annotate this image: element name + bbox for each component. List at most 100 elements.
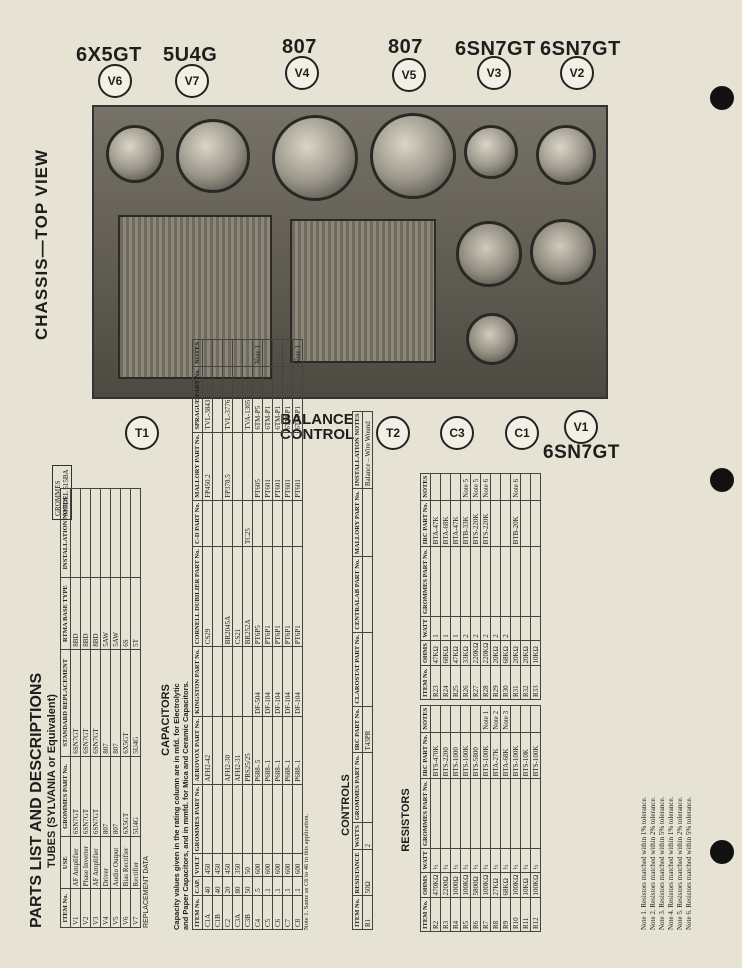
- col-header: IRC PART No.: [352, 706, 363, 753]
- table-cell: [222, 500, 233, 547]
- table-cell: R4: [450, 897, 461, 932]
- table-cell: [510, 616, 521, 641]
- table-cell: 450: [202, 853, 213, 877]
- col-header: KINGSTON PART No.: [192, 646, 203, 717]
- table-cell: [460, 778, 471, 849]
- table-cell: 68KΩ: [440, 640, 451, 666]
- table-cell: DF-104: [282, 646, 293, 717]
- table-cell: 33KΩ: [460, 640, 471, 666]
- tube-v5: [370, 113, 456, 199]
- table-cell: 807: [100, 649, 111, 757]
- table-cell: [500, 473, 511, 501]
- table-cell: 50: [242, 853, 253, 877]
- table-cell: BTS-100K: [510, 732, 521, 779]
- col-header: RTMA BASE TYPE: [60, 577, 71, 650]
- col-header: STANDARD REPLACEMENT: [60, 649, 71, 757]
- table-cell: PT601: [262, 432, 273, 501]
- table-cell: .1: [272, 876, 283, 896]
- table-cell: BTS-10K: [520, 732, 531, 779]
- table-cell: [120, 488, 131, 578]
- table-cell: C3A: [232, 895, 243, 930]
- balance-control-label: BALANCE CONTROL: [280, 412, 354, 442]
- table-cell: 8BD: [90, 577, 101, 650]
- table-cell: 10KΩ: [530, 640, 541, 666]
- table-cell: R2: [430, 897, 441, 932]
- col-header: ITEM No.: [60, 888, 71, 928]
- table-cell: [110, 488, 121, 578]
- table-cell: 10KΩ: [520, 872, 531, 898]
- col-header: CORNELL DUBILIER PART No.: [192, 546, 203, 647]
- table-cell: [530, 778, 541, 849]
- table-cell: 2: [460, 616, 471, 641]
- col-header: MALLORY PART No.: [192, 432, 203, 501]
- footnote: Note 2. Resistors matched within 2% tole…: [649, 796, 657, 930]
- table-cell: 807: [110, 756, 121, 837]
- table-cell: [222, 784, 233, 854]
- tubes-heading: TUBES (SYLVANIA or Equivalent): [46, 694, 58, 868]
- col-header: CENTRALAB PART No.: [352, 556, 363, 633]
- table-cell: 600: [292, 853, 303, 877]
- table-cell: BTA-47K: [430, 500, 441, 547]
- transformer-t1: [118, 215, 272, 379]
- table-cell: [500, 778, 511, 849]
- table-cell: ½: [510, 848, 521, 873]
- table-cell: 6SN7GT: [80, 756, 91, 837]
- table-cell: Driver: [100, 836, 111, 889]
- col-header: ITEM No.: [420, 665, 431, 700]
- table-cell: BR252A: [242, 546, 253, 647]
- tubes-repl-label: REPLACEMENT DATA: [143, 856, 150, 928]
- table-cell: 8BD: [80, 577, 91, 650]
- table-cell: 350: [232, 853, 243, 877]
- table-cell: [222, 646, 233, 717]
- footnote: Note 6. Resistors matched within 5% tole…: [685, 796, 693, 930]
- table-cell: [500, 546, 511, 617]
- col-header: SPRAGUE PART No.: [192, 366, 203, 433]
- table-cell: [460, 546, 471, 617]
- table-cell: [450, 705, 461, 733]
- col-header: CAP.: [192, 876, 203, 896]
- table-cell: [130, 488, 141, 578]
- col-header: GROMMES PART No.: [352, 752, 363, 823]
- col-header: ITEM No.: [192, 895, 203, 930]
- col-header: GROMMES PART No.: [420, 546, 431, 617]
- table-cell: 100KΩ: [510, 872, 521, 898]
- table-cell: ½: [440, 848, 451, 873]
- callout-t2: T2: [376, 416, 410, 450]
- binder-hole: [710, 86, 734, 110]
- col-header: NOTES: [420, 705, 431, 733]
- table-cell: [440, 778, 451, 849]
- table-cell: BTS-470K: [430, 732, 441, 779]
- table-cell: 807: [100, 756, 111, 837]
- table-cell: 220KΩ: [470, 640, 481, 666]
- table-cell: [530, 616, 541, 641]
- table-cell: [430, 473, 441, 501]
- table-cell: Note 1: [292, 339, 303, 367]
- table-cell: R12: [530, 897, 541, 932]
- table-cell: [212, 716, 223, 785]
- table-cell: [520, 500, 531, 547]
- table-cell: [450, 473, 461, 501]
- balance-line1: BALANCE: [280, 411, 354, 428]
- table-cell: Balance – Wire Wound: [362, 411, 373, 489]
- col-header: USE: [60, 836, 71, 889]
- table-cell: R6: [470, 897, 481, 932]
- table-cell: 100KΩ: [480, 872, 491, 898]
- table-cell: [440, 473, 451, 501]
- table-cell: 5AW: [110, 577, 121, 650]
- table-cell: [212, 366, 223, 433]
- tube-callout: V2: [560, 56, 594, 90]
- table-cell: PT6P1: [262, 546, 273, 647]
- table-cell: [232, 432, 243, 501]
- resistors-heading: RESISTORS: [400, 788, 412, 852]
- table-cell: 2: [470, 616, 481, 641]
- table-cell: [520, 546, 531, 617]
- table-cell: Audio Output: [110, 836, 121, 889]
